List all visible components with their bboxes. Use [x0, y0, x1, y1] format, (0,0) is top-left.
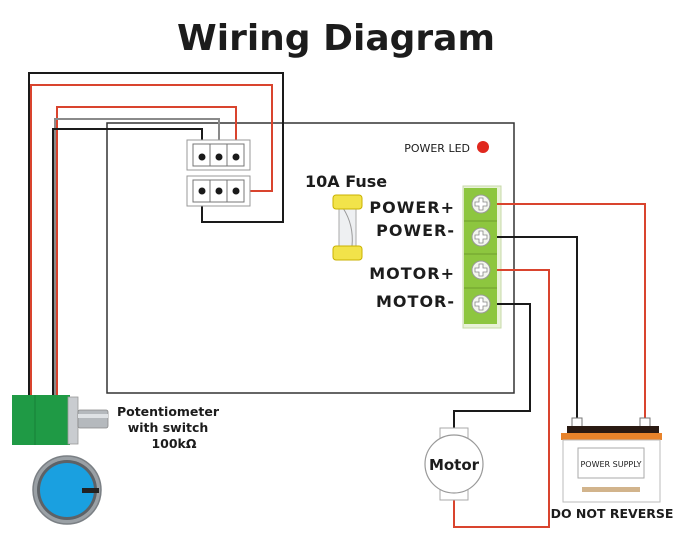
diagram-title: Wiring Diagram [177, 18, 495, 59]
wire-motor-minus [453, 303, 531, 430]
screw-icon [471, 294, 491, 314]
wire-red-inner [56, 106, 237, 395]
pin [232, 187, 240, 195]
knob-icon [32, 455, 102, 525]
fuse-icon [332, 194, 363, 261]
power-led-label: POWER LED [404, 142, 470, 155]
connector-top [186, 139, 251, 171]
pin [215, 187, 223, 195]
battery-label: POWER SUPPLY [580, 460, 641, 469]
terminal-label-power-minus: POWER- [376, 221, 455, 240]
wire-power-minus [497, 236, 578, 420]
controller-box [106, 122, 515, 394]
wire-power-plus [497, 203, 646, 420]
pot-label-line2: with switch [128, 420, 209, 435]
terminal-label-motor-plus: MOTOR+ [369, 264, 455, 283]
pot-wires [28, 72, 284, 395]
battery-icon [561, 417, 662, 503]
motor-label: Motor [429, 456, 480, 474]
potentiometer-icon [12, 395, 109, 445]
terminal-screw-icons [471, 194, 491, 314]
terminal-label-power-plus: POWER+ [369, 198, 455, 217]
output-wires [453, 203, 646, 528]
motor-icon [424, 427, 484, 501]
wire-gray [54, 118, 220, 395]
battery-warning: DO NOT REVERSE [551, 506, 673, 521]
pot-label-line3: 100kΩ [151, 436, 196, 451]
wire-red-outer [30, 84, 273, 395]
pin [198, 153, 206, 161]
screw-icon [471, 227, 491, 247]
wire-motor-plus [453, 269, 550, 528]
screw-icon [471, 194, 491, 214]
fuse-label: 10A Fuse [305, 172, 387, 191]
wire-black-outer [28, 72, 284, 395]
pin [198, 187, 206, 195]
connector-bottom [186, 175, 251, 207]
pin [232, 153, 240, 161]
screw-icon [471, 260, 491, 280]
pot-label-line1: Potentiometer [117, 404, 220, 419]
power-led-icon [477, 141, 489, 153]
terminal-label-motor-minus: MOTOR- [376, 292, 455, 311]
pin [215, 153, 223, 161]
